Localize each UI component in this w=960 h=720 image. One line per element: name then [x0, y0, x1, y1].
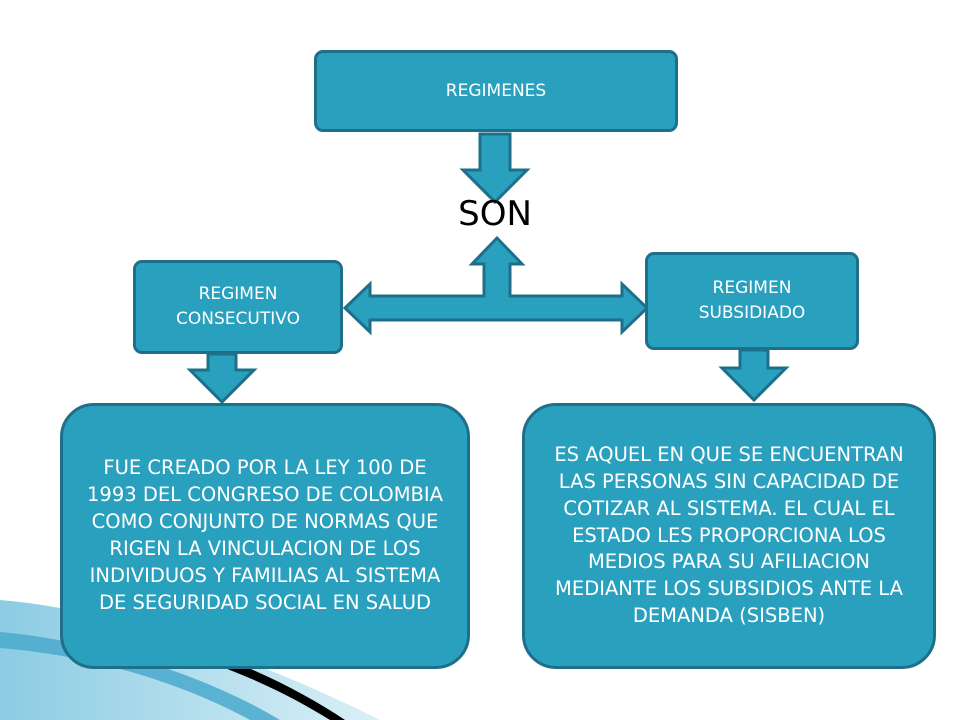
right-node: REGIMEN SUBSIDIADO [645, 252, 859, 350]
root-node: REGIMENES [314, 50, 678, 132]
right-down-arrow [718, 348, 790, 403]
root-down-arrow [459, 132, 531, 205]
left-description-text: FUE CREADO POR LA LEY 100 DE 1993 DEL CO… [87, 456, 443, 614]
right-node-title: REGIMEN SUBSIDIADO [698, 277, 806, 324]
left-node: REGIMEN CONSECUTIVO [133, 260, 343, 354]
right-description-node: ES AQUEL EN QUE SE ENCUENTRAN LAS PERSON… [522, 403, 936, 669]
connector-label: SON [458, 194, 532, 234]
right-description-text: ES AQUEL EN QUE SE ENCUENTRAN LAS PERSON… [554, 442, 904, 628]
left-description-node: FUE CREADO POR LA LEY 100 DE 1993 DEL CO… [60, 403, 470, 669]
left-node-title: REGIMEN CONSECUTIVO [176, 283, 300, 330]
root-node-label: REGIMENES [445, 81, 547, 101]
branch-arrow [342, 235, 650, 336]
left-down-arrow [186, 352, 258, 405]
